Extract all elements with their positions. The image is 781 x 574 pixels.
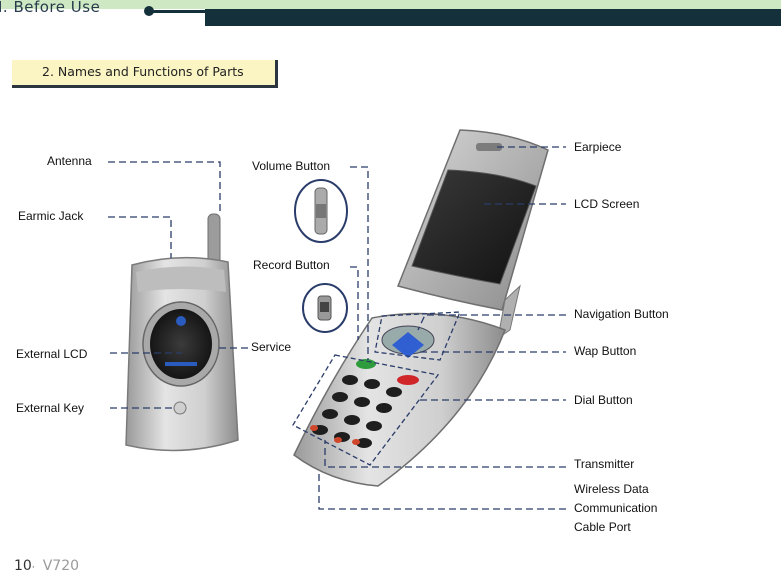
label-antenna: Antenna — [47, 154, 92, 168]
bottom-key-accents — [310, 425, 360, 445]
open-phone-body — [293, 312, 506, 487]
chapter-title: I. Before Use — [0, 0, 101, 16]
send-key-icon — [356, 359, 376, 369]
label-dial-button: Dial Button — [574, 393, 633, 407]
leader-record-button — [350, 266, 359, 340]
label-lcd-screen: LCD Screen — [574, 197, 640, 211]
footer-separator: · — [31, 563, 35, 573]
label-wireless-data: Wireless Data — [574, 482, 649, 496]
page-footer: 10· V720 — [14, 558, 79, 574]
label-earpiece: Earpiece — [574, 140, 622, 154]
dial-keypad — [312, 375, 402, 448]
external-lcd-strip — [165, 362, 197, 366]
brand-logo-icon — [176, 316, 186, 326]
label-communication: Communication — [574, 501, 658, 515]
header-dot-icon — [144, 6, 154, 16]
leader-transmitter — [324, 440, 566, 468]
record-button-detail — [302, 283, 348, 333]
antenna-part — [207, 213, 221, 267]
leader-lines — [108, 146, 566, 510]
external-lcd-part — [150, 309, 212, 379]
header-dark-band — [205, 9, 781, 26]
model-name: V720 — [42, 558, 80, 574]
label-earmic-jack: Earmic Jack — [18, 209, 84, 223]
volume-button-detail — [294, 179, 348, 243]
hinge-part — [497, 284, 521, 340]
closed-phone — [125, 213, 239, 452]
header-connector-line — [150, 10, 210, 13]
closed-phone-top-cap — [136, 266, 226, 292]
leader-antenna — [108, 161, 221, 212]
label-wap-button: Wap Button — [574, 344, 637, 358]
label-navigation-button: Navigation Button — [574, 307, 669, 321]
label-external-lcd: External LCD — [16, 347, 88, 361]
page-number: 10 — [14, 558, 32, 574]
label-volume-button: Volume Button — [252, 159, 331, 173]
highlight-outlines — [292, 311, 461, 466]
section-title-box: 2. Names and Functions of Parts — [12, 60, 278, 88]
chapter-header: I. Before Use — [0, 0, 781, 26]
open-phone — [293, 129, 549, 487]
header-light-band — [0, 0, 781, 9]
end-key-icon — [397, 375, 419, 385]
leader-cable-port — [318, 470, 566, 510]
label-cable-port: Cable Port — [574, 520, 631, 534]
lcd-screen-part — [411, 169, 537, 285]
external-key-part — [173, 401, 187, 415]
section-title: 2. Names and Functions of Parts — [42, 64, 244, 79]
earpiece-part — [476, 143, 502, 151]
leader-earmic-jack — [108, 216, 172, 258]
leader-volume-button — [350, 166, 369, 360]
label-service: Service — [251, 340, 292, 354]
leader-navigation-button — [417, 314, 566, 331]
wap-button-part — [392, 332, 424, 358]
label-record-button: Record Button — [253, 258, 330, 272]
label-external-key: External Key — [16, 401, 85, 415]
label-transmitter: Transmitter — [574, 457, 635, 471]
